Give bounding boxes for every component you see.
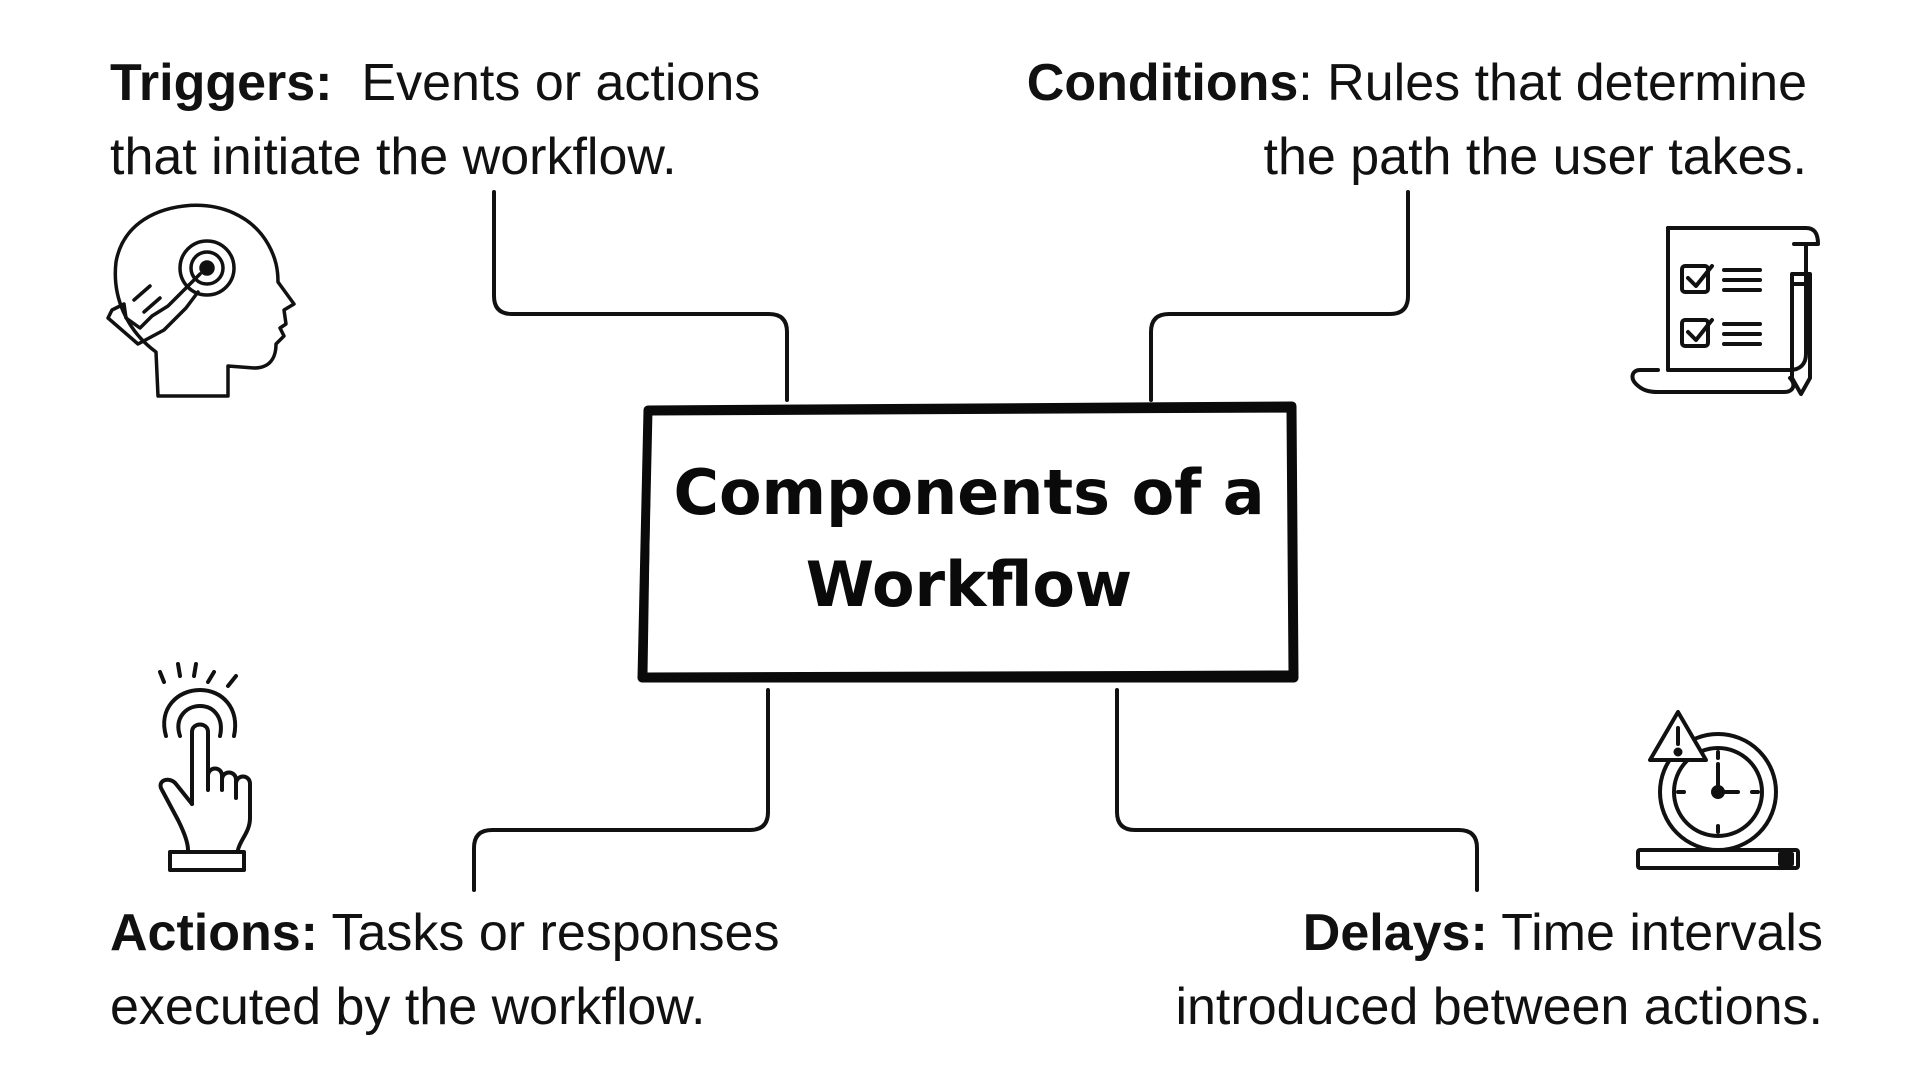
- triggers-text: Triggers: Events or actions that initiat…: [110, 46, 870, 194]
- actions-desc-line1: Tasks or responses: [318, 904, 780, 962]
- conditions-line1: Conditions: Rules that determine: [947, 46, 1807, 120]
- triggers-term: Triggers:: [110, 54, 333, 112]
- connector-actions: [472, 688, 770, 892]
- connector-triggers: [492, 190, 789, 402]
- connector-delays: [1115, 688, 1479, 892]
- conditions-desc-line1: Rules that determine: [1312, 54, 1807, 112]
- center-title-line1: Components of a: [673, 456, 1265, 529]
- delays-term: Delays:: [1302, 904, 1488, 962]
- delays-desc-line2: introduced between actions.: [1175, 978, 1823, 1036]
- conditions-text: Conditions: Rules that determine the pat…: [947, 46, 1807, 194]
- delays-desc-line1: Time intervals: [1487, 904, 1823, 962]
- actions-line1: Actions: Tasks or responses: [110, 896, 870, 970]
- connector-conditions: [1149, 190, 1410, 402]
- checklist-scroll-icon: [1630, 226, 1820, 396]
- delays-line1: Delays: Time intervals: [963, 896, 1823, 970]
- actions-text: Actions: Tasks or responses executed by …: [110, 896, 870, 1044]
- head-touch-icon: [106, 203, 296, 398]
- triggers-desc-line1: Events or actions: [361, 54, 761, 112]
- tap-gesture-icon: [158, 662, 252, 872]
- actions-term: Actions:: [110, 904, 318, 962]
- center-title-line2: Workflow: [805, 548, 1133, 621]
- actions-desc-line2: executed by the workflow.: [110, 978, 706, 1036]
- triggers-desc-line2: that initiate the workflow.: [110, 128, 677, 186]
- conditions-sep: :: [1298, 54, 1313, 112]
- delays-text: Delays: Time intervals introduced betwee…: [963, 896, 1823, 1044]
- center-box: [637, 401, 1299, 683]
- clock-warning-icon: [1636, 710, 1800, 870]
- conditions-term: Conditions: [1026, 54, 1299, 112]
- conditions-desc-line2: the path the user takes.: [1263, 128, 1807, 186]
- triggers-line1: Triggers: Events or actions: [110, 46, 870, 120]
- center-title: Components of a Workflow: [648, 408, 1290, 670]
